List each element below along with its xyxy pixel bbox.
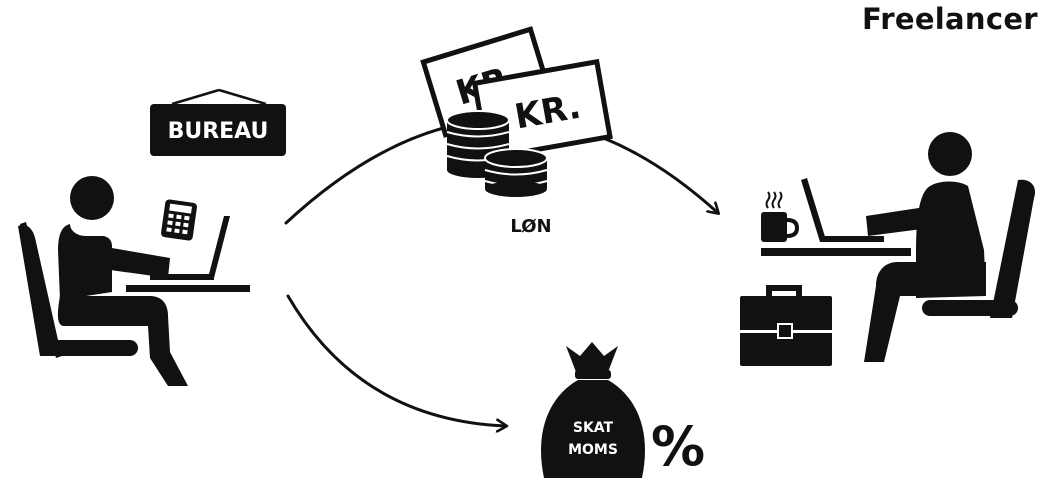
bureau-sign-icon: BUREAU bbox=[150, 88, 286, 156]
briefcase-icon bbox=[740, 285, 832, 366]
page-title: Freelancer bbox=[862, 2, 1038, 36]
laptop-icon bbox=[150, 216, 230, 280]
desk-icon bbox=[126, 285, 250, 292]
coin-stack-icon bbox=[484, 148, 548, 197]
tax-bag-label-1: SKAT bbox=[573, 420, 614, 436]
chair-icon bbox=[18, 222, 138, 358]
tax-bag-label-2: MOMS bbox=[568, 442, 618, 458]
coin-stack-icon bbox=[446, 110, 510, 178]
money-bag-icon: SKAT MOMS bbox=[541, 342, 645, 478]
freelancer-person-icon bbox=[864, 132, 986, 362]
desk-icon bbox=[761, 248, 911, 256]
bureau-person-icon bbox=[57, 176, 189, 386]
bureau-sign-label: BUREAU bbox=[168, 119, 269, 144]
calculator-icon bbox=[161, 199, 197, 241]
tax-arrow bbox=[286, 294, 506, 426]
laptop-icon bbox=[801, 178, 884, 242]
percent-sign: % bbox=[651, 415, 705, 478]
salary-label: LØN bbox=[510, 216, 551, 237]
chair-icon bbox=[922, 179, 1036, 318]
coffee-cup-icon bbox=[761, 191, 800, 242]
